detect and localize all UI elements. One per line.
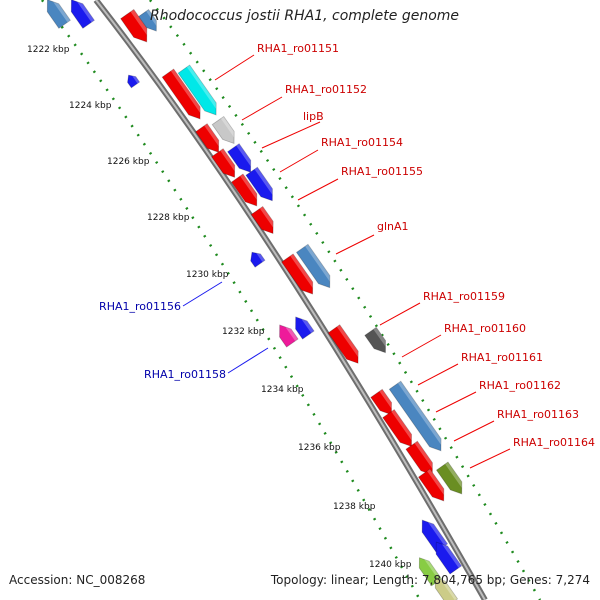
- gene-arrow: [417, 468, 445, 502]
- forward-genes: [120, 8, 463, 502]
- gene-label: lipB: [303, 110, 324, 123]
- gene-label: RHA1_ro01155: [341, 165, 423, 178]
- gene-arrow: [388, 380, 442, 452]
- gene-arrow: [327, 324, 359, 364]
- gene-label: glnA1: [377, 220, 409, 233]
- gene-label: RHA1_ro01161: [461, 351, 543, 364]
- callout-line: [335, 234, 375, 255]
- gene-label: RHA1_ro01159: [423, 290, 505, 303]
- gene-arrow: [46, 0, 71, 29]
- gene-arrow: [211, 148, 236, 178]
- gene-arrow: [281, 253, 314, 295]
- gene-arrow: [245, 166, 273, 202]
- gene-label: RHA1_ro01162: [479, 379, 561, 392]
- map-title: Rhodococcus jostii RHA1, complete genome: [150, 8, 460, 24]
- scale-tick-label: 1222 kbp: [27, 45, 70, 55]
- callout-line: [435, 391, 477, 413]
- scale-tick-label: 1232 kbp: [222, 327, 265, 337]
- scale-tick-label: 1234 kbp: [261, 385, 304, 395]
- gene-label: RHA1_ro01158: [144, 368, 226, 381]
- gene-label: RHA1_ro01163: [497, 408, 579, 421]
- callout-line: [241, 96, 283, 121]
- scale-tick-label: 1238 kbp: [333, 502, 376, 512]
- gene-arrow: [195, 123, 220, 153]
- gene-label: RHA1_ro01152: [285, 83, 367, 96]
- gene-arrow: [177, 64, 217, 116]
- gene-arrow: [250, 251, 266, 268]
- gene-arrow: [435, 541, 463, 575]
- gene-arrow: [70, 0, 95, 29]
- gene-arrow: [138, 8, 157, 32]
- callout-line: [469, 448, 511, 469]
- callout-line: [417, 363, 459, 386]
- gene-arrow: [364, 326, 386, 354]
- scale-tick-label: 1230 kbp: [186, 270, 229, 280]
- callout-line: [401, 334, 442, 358]
- gene-arrow: [230, 173, 258, 207]
- gene-arrow: [434, 577, 459, 600]
- callout-line: [261, 121, 321, 149]
- gene-arrow: [127, 74, 141, 89]
- gene-arrow: [250, 205, 274, 235]
- gene-label: RHA1_ro01156: [99, 300, 181, 313]
- gene-arrow: [295, 316, 315, 340]
- gene-arrow: [227, 143, 252, 173]
- callout-line: [297, 178, 339, 201]
- scale-tick-label: 1236 kbp: [298, 443, 341, 453]
- genome-summary: Topology: linear; Length: 7,804,765 bp; …: [270, 573, 590, 587]
- callout-line: [182, 281, 223, 307]
- gene-arrow: [161, 68, 201, 120]
- scale-ticks: 1222 kbp 1224 kbp 1226 kbp 1228 kbp 1230 kbp…: [27, 45, 412, 570]
- gene-label: RHA1_ro01164: [513, 436, 595, 449]
- scale-tick-label: 1228 kbp: [147, 213, 190, 223]
- callout-line: [279, 149, 319, 173]
- callout-line: [214, 54, 255, 81]
- gene-arrow: [370, 388, 392, 416]
- scale-tick-label: 1226 kbp: [107, 157, 150, 167]
- gene-label: RHA1_ro01151: [257, 42, 339, 55]
- gene-arrow: [295, 243, 331, 289]
- callout-line: [453, 420, 495, 442]
- gene-arrow: [120, 8, 148, 43]
- gene-arrow: [279, 324, 299, 348]
- reverse-genes: [46, 0, 463, 600]
- callout-line: [379, 302, 421, 326]
- gene-arrow: [211, 115, 235, 145]
- gene-arrow: [435, 461, 463, 495]
- accession-text: Accession: NC_008268: [9, 573, 146, 587]
- gene-label: RHA1_ro01160: [444, 322, 526, 335]
- scale-tick-label: 1240 kbp: [369, 560, 412, 570]
- gene-arrow: [382, 409, 412, 447]
- scale-tick-label: 1224 kbp: [69, 101, 112, 111]
- callout-line: [227, 347, 269, 374]
- gene-label: RHA1_ro01154: [321, 136, 403, 149]
